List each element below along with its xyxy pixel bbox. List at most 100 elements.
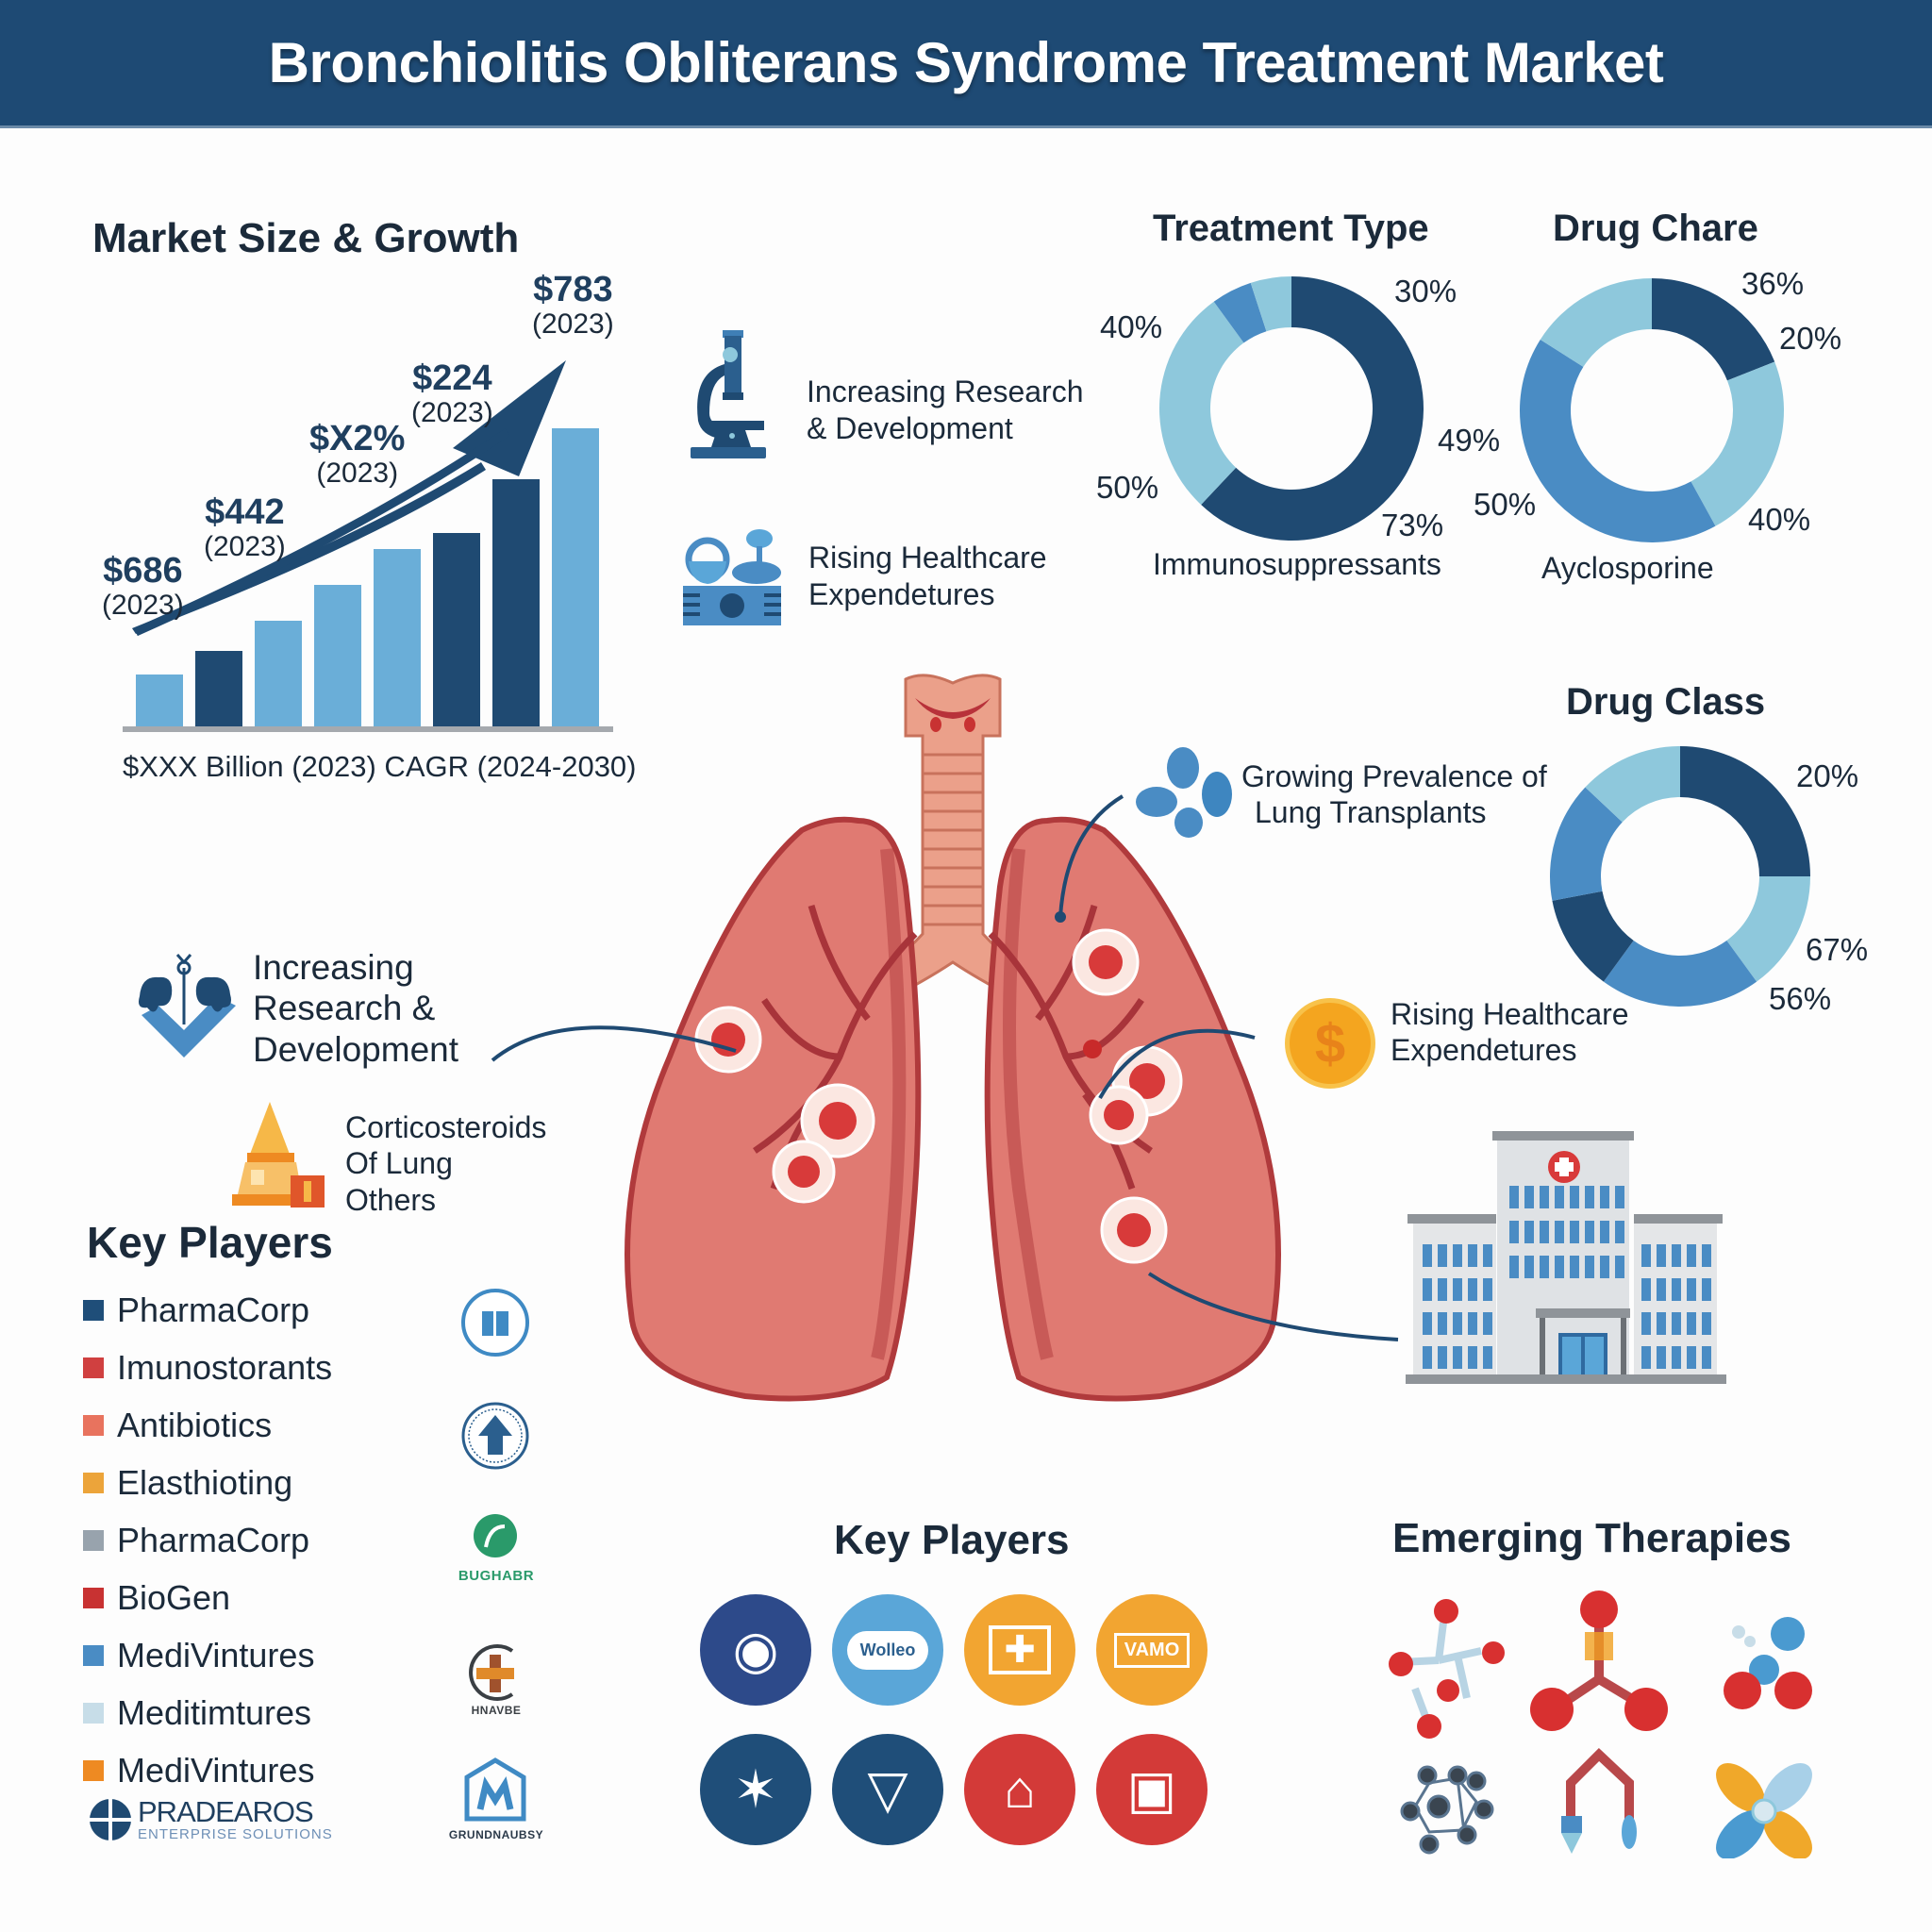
treatment-type-caption: Immunosuppressants (1153, 547, 1441, 581)
key-player-logo[interactable]: VAMO (1096, 1594, 1208, 1706)
donut-segment (1550, 787, 1623, 901)
company-logo-badge[interactable] (458, 1285, 533, 1360)
key-players-title: Key Players (87, 1218, 333, 1267)
key-player-item[interactable]: Elasthioting (83, 1454, 332, 1511)
key-player-logo[interactable]: ▽ (832, 1734, 943, 1845)
bar-value-label: $686(2023) (102, 551, 184, 621)
market-size-bar (136, 675, 183, 726)
medical-equipment-icon (683, 529, 781, 625)
donut-segment (1652, 278, 1775, 381)
pct-label: 20% (1796, 758, 1859, 793)
logo-caption: HNAVBE (471, 1704, 522, 1717)
key-player-item[interactable]: PharmaCorp (83, 1511, 332, 1569)
pradearos-brand: PRADEAROS ENTERPRISE SOLUTIONS (89, 1797, 333, 1842)
key-player-item[interactable]: MediVintures (83, 1626, 332, 1684)
drug-chare-donut-chart (1520, 278, 1784, 542)
molecule-icons (1389, 1591, 1812, 1858)
legend-swatch (83, 1587, 104, 1608)
company-logo-hexagon[interactable] (458, 1757, 533, 1828)
logo-glyph-icon: ⌂ (1004, 1759, 1036, 1819)
market-size-bar (374, 549, 421, 726)
logo-glyph-icon: ✚ (989, 1625, 1051, 1674)
key-player-label: PharmaCorp (117, 1290, 310, 1329)
logo-text: Wolleo (846, 1630, 929, 1670)
donut-segment (1213, 282, 1267, 343)
drug-chare-caption: Ayclosporine (1541, 551, 1714, 585)
driver-research-development: Increasing Research& Development (807, 375, 1084, 446)
key-player-logo[interactable]: ⌂ (964, 1734, 1075, 1845)
bar-value-label: $224(2023) (411, 358, 493, 428)
bar-value-label: $783(2023) (532, 270, 614, 340)
donut-segment (1552, 891, 1634, 982)
key-player-item[interactable]: Antibiotics (83, 1396, 332, 1454)
company-logo-seal[interactable] (458, 1398, 533, 1474)
key-player-logo[interactable]: ✶ (700, 1734, 811, 1845)
key-player-item[interactable]: Meditimtures (83, 1684, 332, 1741)
hospital-building-icon (1406, 1131, 1726, 1384)
market-size-bar (492, 479, 540, 726)
pct-label: 40% (1748, 502, 1811, 537)
market-size-bar (195, 651, 242, 726)
legend-swatch (83, 1357, 104, 1378)
legend-swatch (83, 1529, 104, 1551)
pct-label: 50% (1474, 487, 1537, 522)
market-size-bar (552, 428, 599, 726)
donut-segment (1540, 278, 1652, 367)
treatment-type-title: Treatment Type (1153, 208, 1429, 249)
market-size-bar (314, 585, 361, 726)
molecule-4-icon (1400, 1765, 1494, 1855)
donut-segment (1680, 746, 1810, 876)
key-player-label: BioGen (117, 1577, 231, 1617)
logo-caption: GRUNDNAUBSY (448, 1828, 544, 1841)
key-player-label: Elasthioting (117, 1462, 293, 1502)
market-size-title: Market Size & Growth (92, 215, 520, 261)
drug-class-title: Drug Class (1566, 681, 1766, 723)
donut-segment (1690, 361, 1784, 526)
logo-caption: BUGHABR (458, 1568, 535, 1584)
key-player-label: MediVintures (117, 1635, 315, 1674)
legend-swatch (83, 1472, 104, 1493)
logo-glyph-icon: ◉ (732, 1620, 779, 1679)
market-size-bar (433, 533, 480, 726)
legend-swatch (83, 1759, 104, 1781)
bar-value-label: $X2%(2023) (309, 419, 406, 489)
drug-chare-title: Drug Chare (1553, 208, 1758, 249)
legend-swatch (83, 1702, 104, 1724)
key-player-item[interactable]: MediVintures (83, 1741, 332, 1799)
key-player-item[interactable]: Imunostorants (83, 1339, 332, 1396)
key-player-label: MediVintures (117, 1750, 315, 1790)
donut-segment (1520, 339, 1716, 542)
key-player-label: Meditimtures (117, 1692, 312, 1732)
dollar-coin-icon: $ (1285, 998, 1375, 1089)
molecule-1-icon (1389, 1599, 1505, 1739)
key-player-item[interactable]: BioGen (83, 1569, 332, 1626)
market-size-bar (255, 621, 302, 726)
molecule-2-icon (1530, 1591, 1668, 1731)
key-player-logo[interactable]: ✚ (964, 1594, 1075, 1706)
research-development-icon (139, 954, 236, 1058)
molecule-3-icon (1724, 1617, 1812, 1709)
key-player-item[interactable]: PharmaCorp (83, 1281, 332, 1339)
company-logo-cross[interactable] (458, 1641, 533, 1706)
donut-segment (1250, 276, 1291, 332)
pct-label: 36% (1741, 266, 1805, 301)
company-logo-green[interactable] (458, 1513, 533, 1568)
logo-text: VAMO (1113, 1632, 1191, 1668)
pct-label: 73% (1381, 508, 1444, 542)
microscope-icon (691, 330, 766, 458)
molecule-6-icon (1716, 1763, 1812, 1858)
key-player-logo[interactable]: ▣ (1096, 1734, 1208, 1845)
key-players-grid-title: Key Players (834, 1517, 1070, 1563)
key-player-logo[interactable]: ◉ (700, 1594, 811, 1706)
legend-swatch (83, 1299, 104, 1321)
pct-label: 49% (1438, 423, 1501, 458)
key-player-logo[interactable]: Wolleo (832, 1594, 943, 1706)
donut-segment (1585, 746, 1680, 823)
pct-label: 20% (1779, 321, 1842, 356)
drug-class-donut-chart (1550, 746, 1810, 1007)
donut-segment (1726, 876, 1810, 982)
logo-glyph-icon: ▣ (1126, 1759, 1177, 1819)
